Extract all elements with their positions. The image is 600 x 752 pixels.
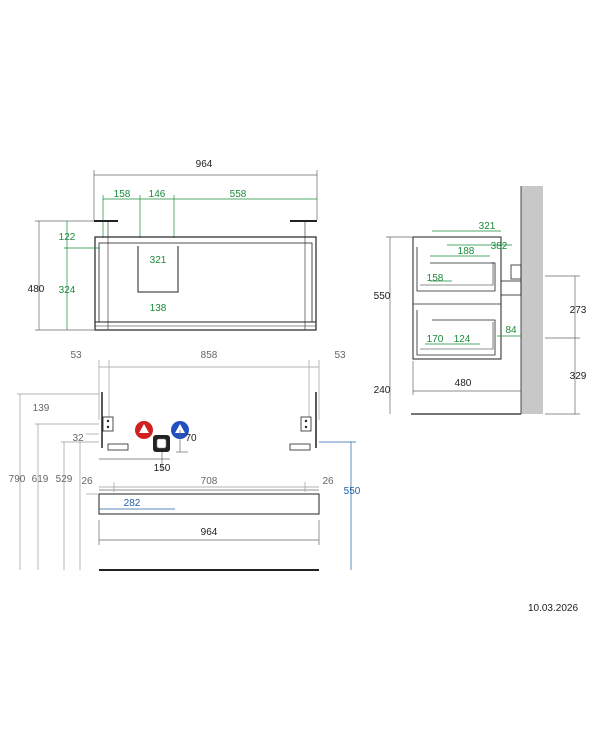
wall bbox=[521, 186, 543, 414]
install-drain-150: 150 bbox=[154, 463, 171, 474]
front-segment-146: 146 bbox=[149, 189, 166, 200]
side-top-depth: 321 bbox=[479, 221, 496, 232]
install-height-790: 790 bbox=[9, 474, 26, 485]
front-lower-height: 324 bbox=[59, 285, 76, 296]
install-width-708: 708 bbox=[201, 476, 218, 487]
install-height-529: 529 bbox=[56, 474, 73, 485]
install-offset-70: 70 bbox=[185, 433, 197, 444]
cold-arrow-icon bbox=[175, 424, 185, 433]
front-view: 964 158 146 558 480 122 324 321 138 bbox=[28, 159, 318, 331]
side-height-329: 329 bbox=[570, 371, 587, 382]
install-top-139: 139 bbox=[33, 403, 50, 414]
install-offset-32: 32 bbox=[72, 433, 84, 444]
side-depth-124: 124 bbox=[454, 334, 471, 345]
right-wall-hanger bbox=[289, 392, 317, 451]
front-segment-158: 158 bbox=[114, 189, 131, 200]
side-depth-188: 188 bbox=[458, 246, 475, 257]
front-height: 480 bbox=[28, 284, 45, 295]
side-depth-382: 382 bbox=[491, 241, 508, 252]
install-width-282: 282 bbox=[124, 498, 141, 509]
install-height-550: 550 bbox=[344, 486, 361, 497]
front-top-height: 122 bbox=[59, 232, 76, 243]
left-wall-hanger bbox=[101, 392, 129, 451]
install-left-margin: 53 bbox=[70, 350, 82, 361]
side-height-273: 273 bbox=[570, 305, 587, 316]
drawing-date: 10.03.2026 bbox=[528, 603, 578, 614]
install-height-619: 619 bbox=[32, 474, 49, 485]
front-overall-width: 964 bbox=[196, 159, 213, 170]
install-offset-26-left: 26 bbox=[81, 476, 93, 487]
install-overall-width: 964 bbox=[201, 527, 218, 538]
install-view: 53 858 53 70 150 bbox=[9, 350, 361, 571]
front-segment-558: 558 bbox=[230, 189, 247, 200]
install-right-margin: 53 bbox=[334, 350, 346, 361]
side-depth-480: 480 bbox=[455, 378, 472, 389]
front-cutout-width: 321 bbox=[150, 255, 167, 266]
side-depth-158: 158 bbox=[427, 273, 444, 284]
side-depth-84: 84 bbox=[505, 325, 517, 336]
install-center-width: 858 bbox=[201, 350, 218, 361]
side-height-550: 550 bbox=[374, 291, 391, 302]
side-height-240: 240 bbox=[374, 385, 391, 396]
side-depth-170: 170 bbox=[427, 334, 444, 345]
side-view: 321 382 188 158 550 273 329 84 170 124 4… bbox=[374, 186, 587, 415]
hot-arrow-icon bbox=[139, 424, 149, 433]
install-offset-26-right: 26 bbox=[322, 476, 334, 487]
front-cutout-depth: 138 bbox=[150, 303, 167, 314]
